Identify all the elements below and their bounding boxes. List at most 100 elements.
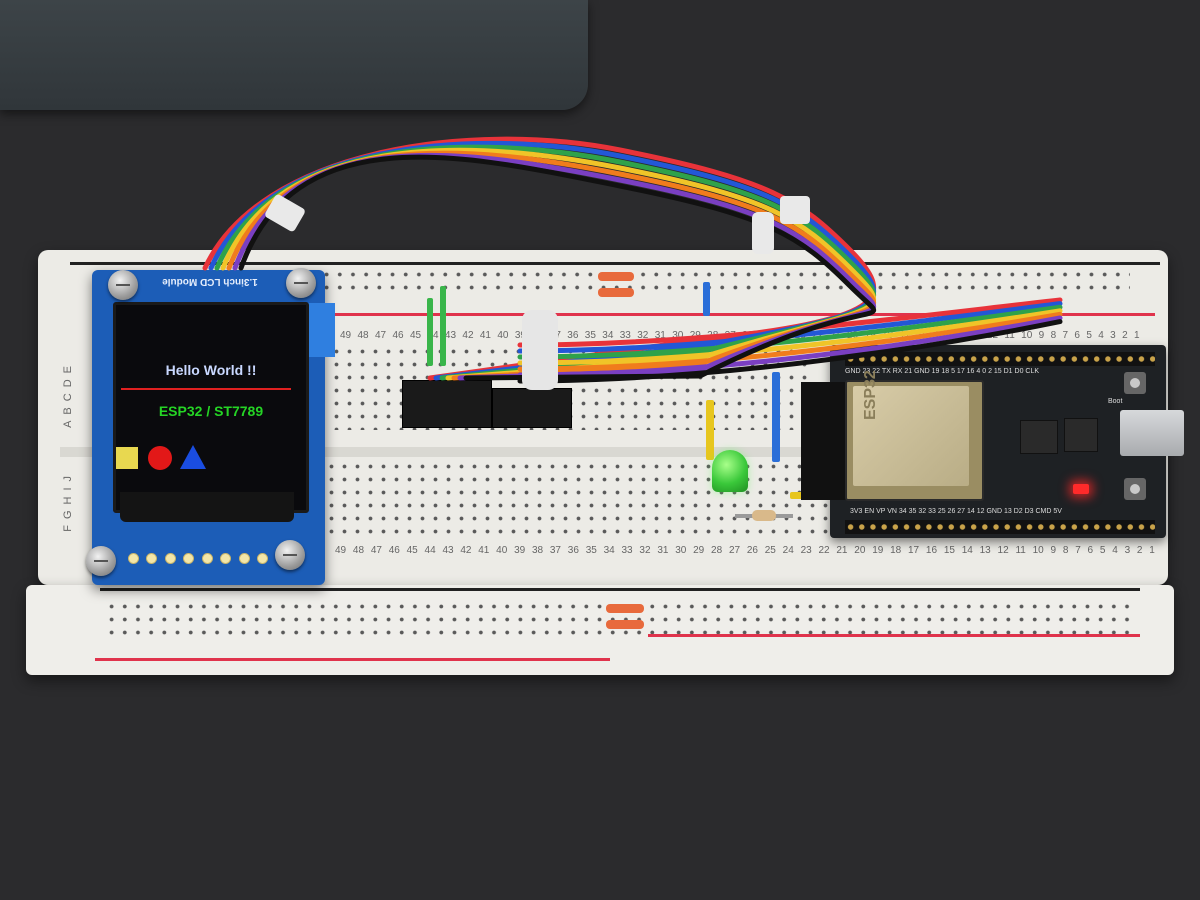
column-number: 4 [1112,545,1118,556]
lcd-flex-cable [120,492,294,522]
column-number: 15 [943,545,955,556]
column-number: 36 [567,330,579,341]
lcd-protective-film [305,303,335,357]
column-number: 34 [602,330,614,341]
column-number: 44 [424,545,436,556]
column-number: 40 [497,330,509,341]
column-number: 8 [1050,330,1057,341]
column-number: 10 [1032,545,1044,556]
rail-line-red-bottom-left [95,658,610,661]
column-number: 17 [908,545,920,556]
column-number: 11 [1015,545,1026,556]
wire [517,304,1063,360]
screw-bottom-right [275,540,305,570]
wire [517,315,1063,378]
column-number: 19 [872,545,884,556]
column-number: 4 [1098,330,1104,341]
cutting-mat [0,0,588,110]
column-number: 26 [746,545,758,556]
yellow-jumper-wire [706,400,714,460]
column-number: 20 [854,545,866,556]
column-number: 46 [388,545,400,556]
lcd-red-line [121,388,291,390]
column-number: 32 [637,330,649,341]
lcd-pin-header [128,553,268,564]
female-header-left [402,380,492,428]
rail-line-red [335,313,1155,316]
lcd-hello-text: Hello World !! [165,362,257,378]
cable-tie [780,196,810,224]
column-number: 34 [603,545,615,556]
yellow-jumper-wire [790,492,810,499]
column-number: 36 [567,545,579,556]
column-number: 1 [1134,330,1140,341]
column-number: 9 [1050,545,1057,556]
esp32-pin-row-bottom [845,520,1155,534]
esp32-pin-row-top [845,352,1155,366]
column-number: 37 [549,545,561,556]
voltage-regulator [1020,420,1058,454]
column-number: 29 [693,545,705,556]
column-number: 5 [1099,545,1106,556]
column-number: 22 [812,330,824,341]
column-number: 40 [496,545,508,556]
rail-holes-top [320,268,1130,298]
blue-jumper-wire [703,282,710,316]
column-number: 45 [406,545,418,556]
column-number: 25 [764,545,776,556]
column-number: 9 [1038,330,1045,341]
rail-jumper [606,604,644,613]
column-number: 23 [800,545,812,556]
column-number: 47 [370,545,382,556]
column-number: 38 [531,545,544,556]
column-number: 10 [1021,330,1033,341]
center-trench [60,447,1160,457]
green-jumper-wire [440,286,446,366]
column-number: 2 [1136,545,1143,556]
column-number: 11 [1004,330,1015,341]
usb-uart-chip [1064,418,1098,452]
en-button [1124,372,1146,394]
column-number: 49 [340,330,352,341]
yellow-square-shape [116,447,138,469]
esp32-antenna [801,382,851,500]
cable-tie [522,310,558,390]
column-number: 30 [675,545,687,556]
wire [517,308,1063,366]
column-number: 33 [621,545,633,556]
screw-top-left [108,270,138,300]
esp32-metal-shield [853,386,969,486]
column-number: 3 [1124,545,1131,556]
column-number: 43 [444,330,457,341]
column-number: 41 [478,545,490,556]
column-number: 46 [392,330,404,341]
column-number: 42 [460,545,472,556]
column-number: 28 [711,545,723,556]
column-number: 21 [836,545,848,556]
column-number: 6 [1087,545,1094,556]
rail-line-red-bottom-right [648,634,1140,637]
column-number: 8 [1062,545,1069,556]
wire [517,319,1063,384]
red-circle-shape [148,446,172,470]
blue-jumper-wire [772,372,780,462]
lcd-screen [113,302,309,513]
green-led [712,450,748,492]
rail-line-black-bottom [100,588,1140,591]
column-number: 42 [462,330,474,341]
column-number: 2 [1122,330,1128,341]
column-number: 35 [584,330,596,341]
wire [517,311,1063,372]
column-number: 24 [782,545,794,556]
power-led [1073,484,1089,494]
column-number: 7 [1062,330,1069,341]
column-number: 48 [352,545,365,556]
column-number: 7 [1075,545,1081,556]
resistor [752,510,776,521]
blue-triangle-shape [180,445,206,469]
boot-label: Boot [1108,398,1123,405]
column-number: 5 [1086,330,1092,341]
